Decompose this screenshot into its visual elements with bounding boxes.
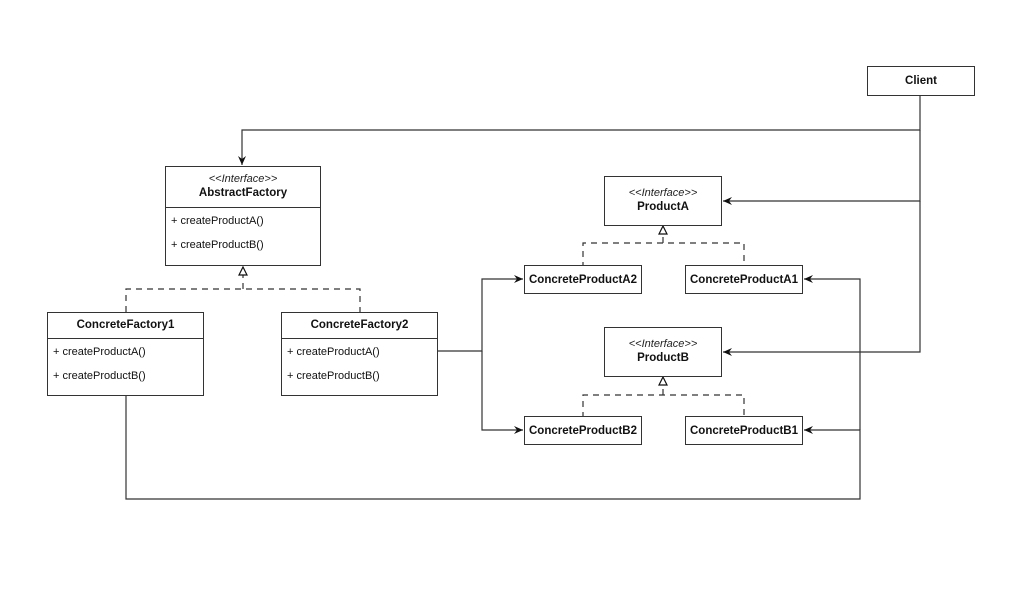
factory2-to-a2-edge: [437, 275, 523, 352]
factories-realization-edge: [125, 267, 361, 312]
productb-realization-edge: [582, 385, 745, 418]
concreteproducta2-box[interactable]: ConcreteProductA2: [524, 265, 642, 294]
producta-box[interactable]: <<Interface>> ProductA: [604, 176, 722, 226]
productb-stereotype: <<Interface>>: [628, 338, 698, 350]
client-label: Client: [905, 75, 937, 87]
concretefactory1-box[interactable]: ConcreteFactory1 + createProductA() + cr…: [47, 312, 204, 396]
productb-triangle: [658, 375, 668, 386]
producta-triangle: [658, 224, 668, 235]
concreteproductb2-label: ConcreteProductB2: [529, 424, 637, 437]
concreteproductb2-box[interactable]: ConcreteProductB2: [524, 416, 642, 445]
concretefactory2-op: + createProductA(): [287, 346, 380, 358]
concretefactory1-op: + createProductB(): [53, 370, 146, 382]
concreteproducta1-label: ConcreteProductA1: [690, 273, 798, 286]
concreteproductb1-label: ConcreteProductB1: [690, 424, 798, 437]
client-to-productb-edge: [723, 201, 921, 356]
abstractfactory-box[interactable]: <<Interface>> AbstractFactory + createPr…: [165, 166, 321, 266]
productb-box[interactable]: <<Interface>> ProductB: [604, 327, 722, 377]
concretefactory1-title: ConcreteFactory1: [76, 319, 175, 331]
abstractfactory-title: AbstractFactory: [198, 187, 288, 199]
abstractfactory-stereotype: <<Interface>>: [208, 173, 278, 185]
producta-stereotype: <<Interface>>: [628, 187, 698, 199]
concreteproductb1-box[interactable]: ConcreteProductB1: [685, 416, 803, 445]
concreteproducta1-box[interactable]: ConcreteProductA1: [685, 265, 803, 294]
abstractfactory-op: + createProductA(): [171, 215, 264, 227]
concreteproducta2-label: ConcreteProductA2: [529, 273, 637, 286]
factory1-to-b1-edge: [125, 396, 861, 500]
concretefactory2-title: ConcreteFactory2: [310, 319, 409, 331]
client-to-abstractfactory-edge: [238, 96, 921, 165]
abstractfactory-triangle: [238, 265, 248, 276]
factory1-to-a1-edge: [804, 275, 861, 430]
concretefactory1-op: + createProductA(): [53, 346, 146, 358]
abstractfactory-op: + createProductB(): [171, 239, 264, 251]
factory2-to-b2-edge: [481, 351, 523, 434]
client-to-producta-edge: [723, 130, 921, 205]
concretefactory2-box[interactable]: ConcreteFactory2 + createProductA() + cr…: [281, 312, 438, 396]
client-box[interactable]: Client: [867, 66, 975, 96]
producta-realization-edge: [582, 233, 745, 268]
productb-title: ProductB: [637, 352, 689, 364]
producta-title: ProductA: [637, 201, 689, 213]
concretefactory2-op: + createProductB(): [287, 370, 380, 382]
